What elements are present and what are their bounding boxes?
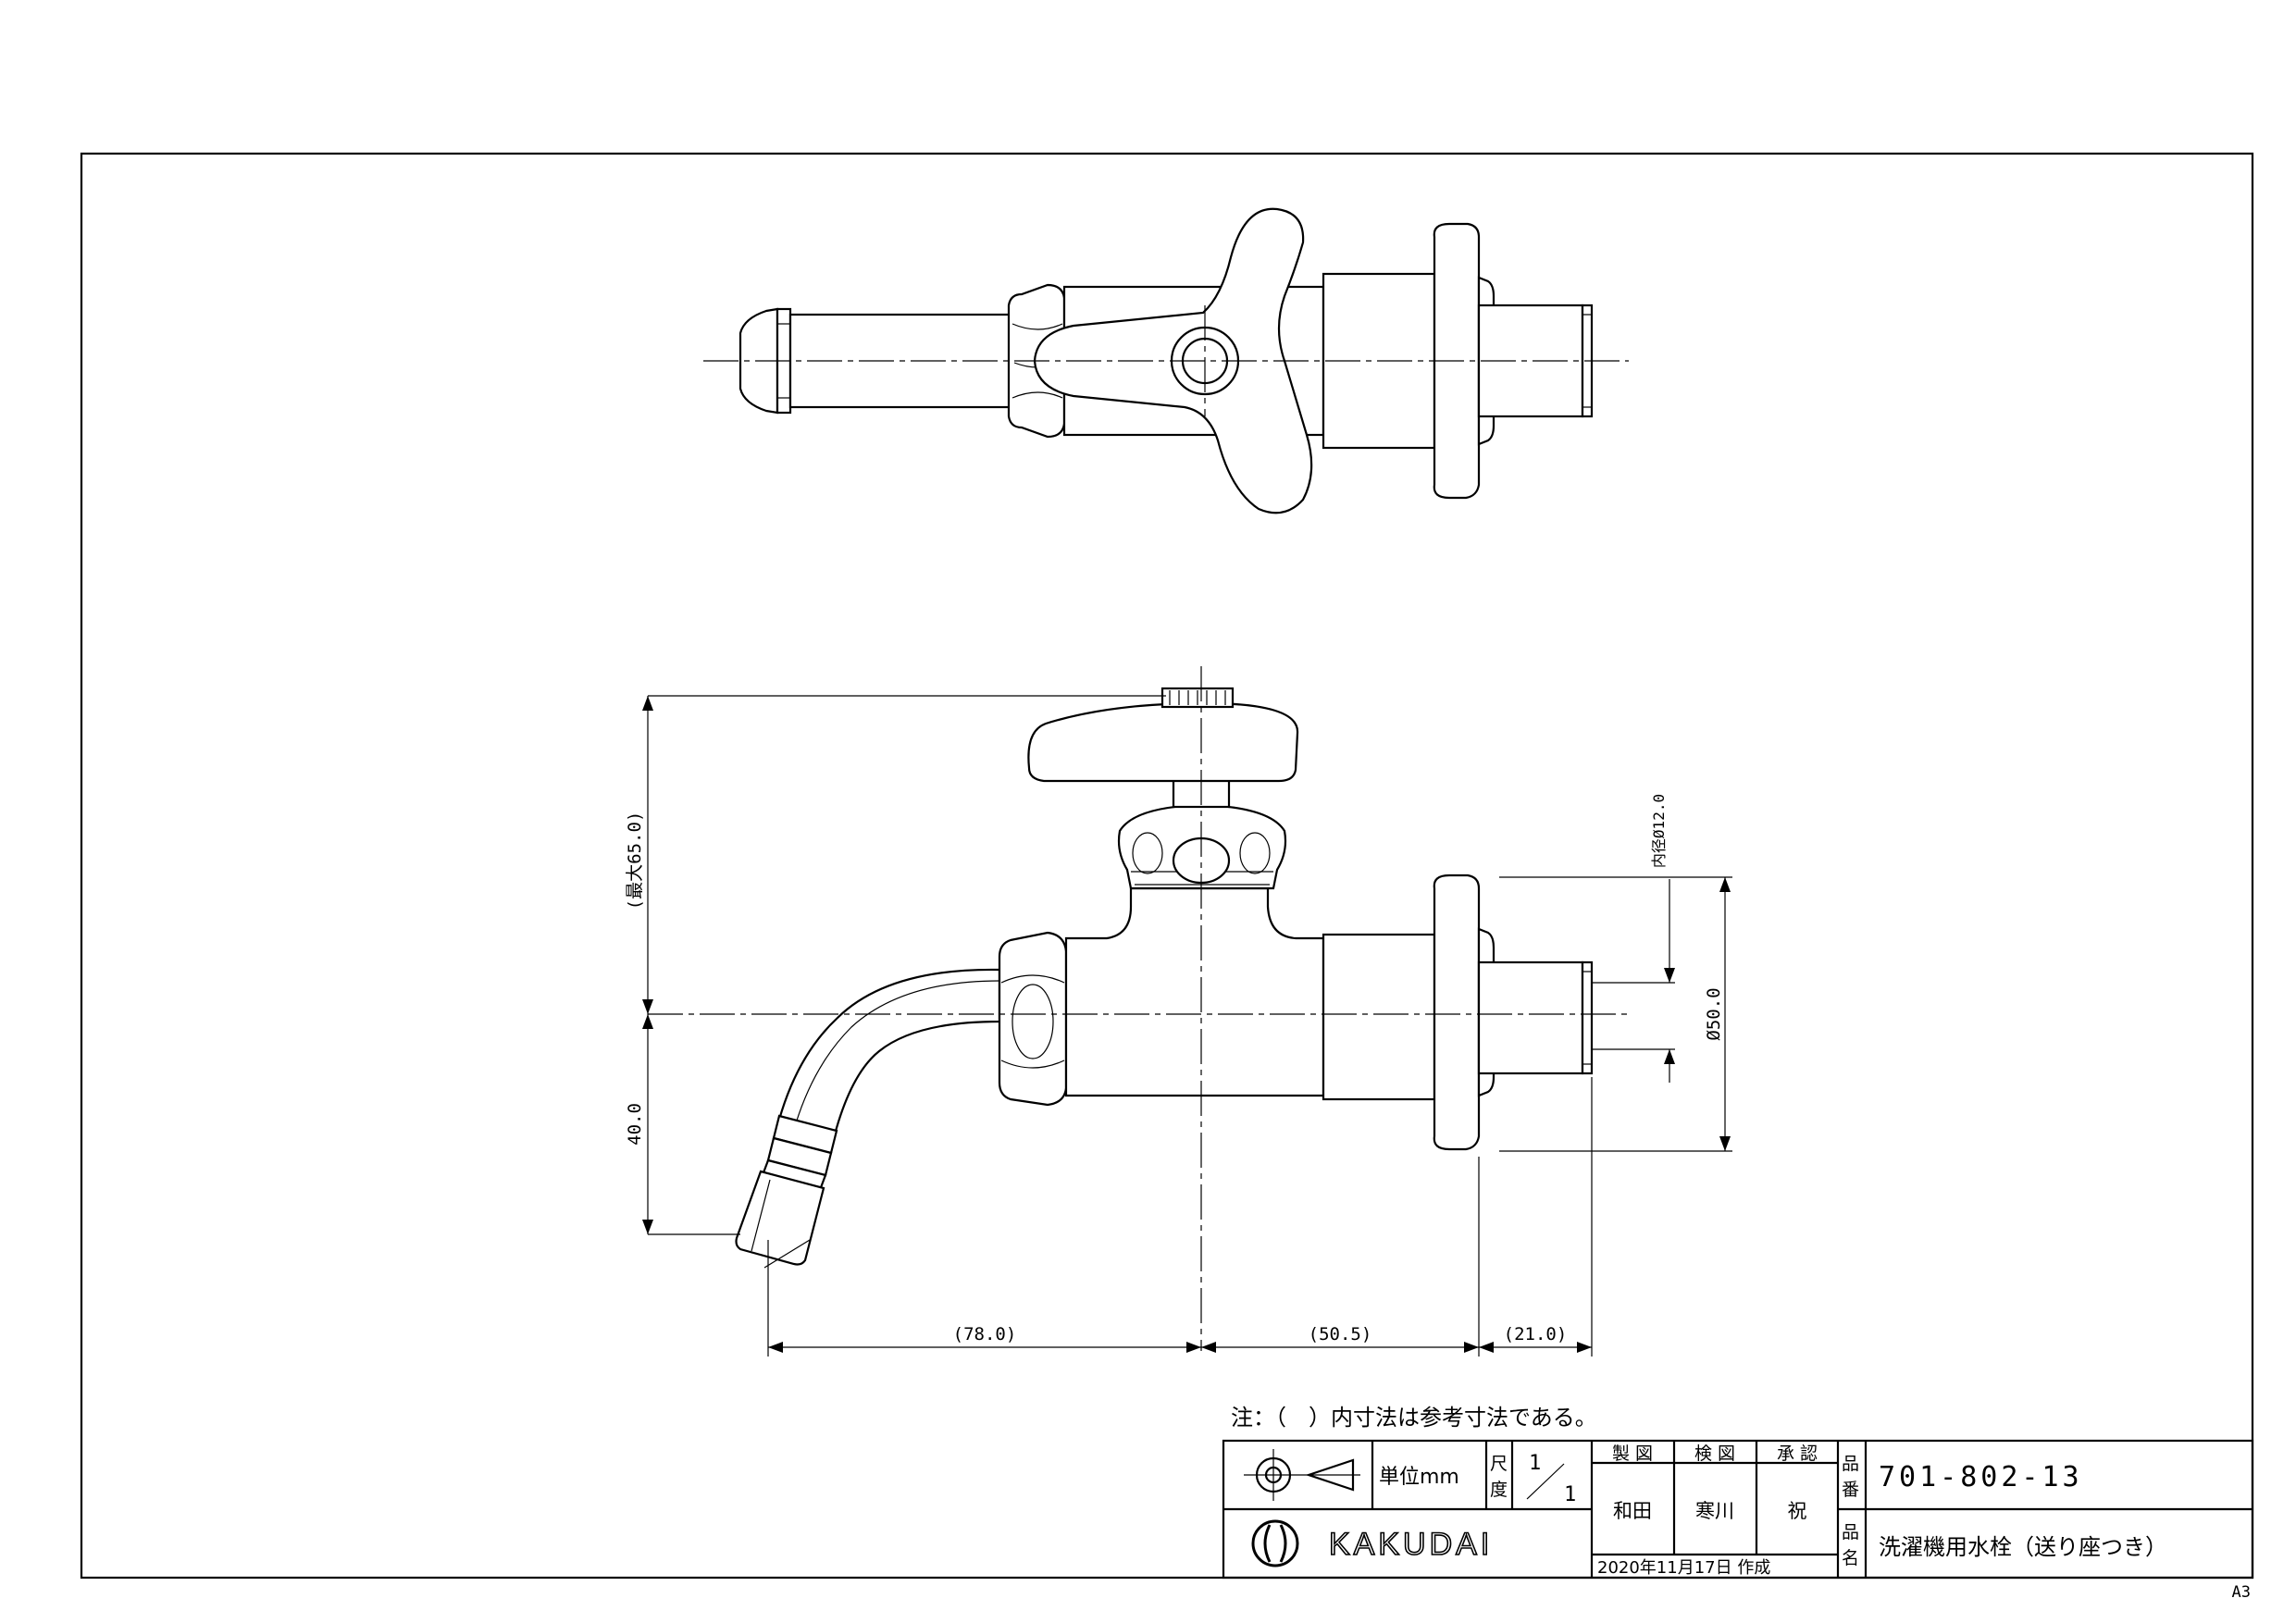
front-view-spout-tip [735,1114,838,1266]
dim-flange-diameter: Ø50.0 [1704,987,1724,1040]
dim-length-left: (78.0) [953,1324,1017,1344]
approver-header: 承 認 [1777,1443,1818,1464]
front-view-thread [1477,960,1584,1075]
part-no-label-1: 品 [1842,1454,1859,1474]
front-view-body [1064,886,1325,1097]
reference-note: 注：（ ）内寸法は参考寸法である。 [1231,1405,1597,1431]
scale-numerator: 1 [1529,1452,1541,1475]
maker-header: 製 図 [1612,1443,1653,1464]
scale-label-2: 度 [1490,1480,1508,1500]
approver-name: 祝 [1788,1500,1807,1522]
dim-length-mid: (50.5) [1309,1324,1372,1344]
front-view-knob [1160,687,1235,709]
top-view [703,207,1629,514]
dim-length-right: (21.0) [1504,1324,1568,1344]
dim-inner-diameter: 内径Ø12.0 [1650,794,1668,868]
dim-max-height: (最大65.0) [625,812,645,911]
front-view-spout [777,968,1001,1136]
projection-symbol-icon [1244,1449,1360,1501]
front-view-hex-nut [998,931,1068,1107]
unit-label: 単位mm [1379,1466,1459,1489]
scale-denominator: 1 [1564,1483,1576,1506]
front-view-seat [1322,933,1436,1101]
front-view-handle [1027,701,1299,783]
drawing-border [80,152,2254,1580]
scale-label-1: 尺 [1490,1454,1508,1474]
front-view-bonnet [1117,803,1287,890]
title-block: 単位mm 尺 度 1 1 KAKUDAI 製 図 検 図 承 認 和田 寒川 祝… [1222,1439,2254,1580]
front-view-flange [1433,873,1481,1151]
part-name: 洗濯機用水栓（送り座つき） [1879,1534,2167,1560]
creation-date: 2020年11月17日 作成 [1597,1558,1770,1578]
dim-lower-height: 40.0 [625,1103,645,1146]
part-name-label-2: 名 [1842,1548,1859,1568]
front-view [648,666,1629,1351]
maker-name: 和田 [1613,1500,1652,1522]
dimensions: (最大65.0) 40.0 内径Ø12.0 Ø50.0 (78.0) (50.5… [625,695,1732,1357]
checker-header: 検 図 [1694,1443,1735,1464]
part-no-label-2: 番 [1842,1480,1859,1500]
kakudai-logo-icon: KAKUDAI [1251,1519,1493,1567]
checker-name: 寒川 [1695,1500,1734,1522]
sheet-size: A3 [2232,1583,2251,1602]
part-name-label-1: 品 [1842,1522,1859,1542]
brand-name: KAKUDAI [1329,1527,1493,1562]
part-number: 701-802-13 [1879,1461,2083,1493]
